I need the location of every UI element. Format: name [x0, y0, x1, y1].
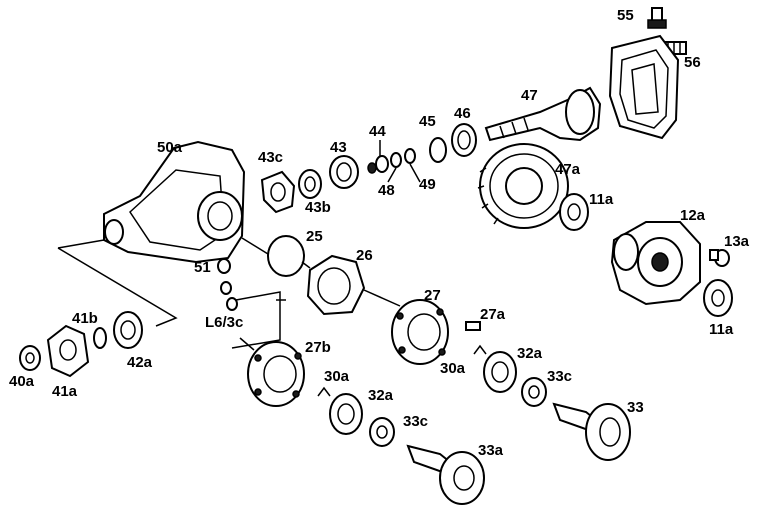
label-32a-left: 32a — [368, 387, 394, 404]
label-25: 25 — [306, 228, 323, 245]
label-33: 33 — [627, 399, 644, 416]
bearing-33c-right — [521, 377, 547, 407]
label-56: 56 — [684, 54, 701, 71]
label-47a: 47a — [555, 161, 581, 178]
label-43b: 43b — [305, 199, 331, 216]
label-33c-right: 33c — [547, 368, 573, 385]
label-30a-right: 30a — [440, 360, 466, 377]
bearing-43 — [329, 155, 359, 189]
label-41a: 41a — [52, 383, 78, 400]
label-11a-bottom: 11a — [709, 321, 734, 338]
output-flange-33a — [406, 444, 485, 505]
rear-cover — [608, 34, 680, 140]
gasket-25 — [267, 235, 305, 277]
gasket-26 — [306, 254, 366, 316]
bolt-13a — [709, 249, 730, 267]
label-26: 26 — [356, 247, 373, 264]
circlip-30a-left — [317, 386, 331, 397]
label-50a: 50a — [157, 139, 183, 156]
spacer-44 — [367, 148, 416, 174]
label-42a: 42a — [127, 354, 153, 371]
bearing-46 — [451, 123, 477, 157]
flange-43c — [260, 170, 296, 214]
side-cover-27 — [391, 299, 449, 365]
label-27a: 27a — [480, 306, 506, 323]
label-43: 43 — [330, 139, 347, 156]
part-l63c — [220, 281, 238, 311]
housing-50a — [103, 140, 246, 264]
pinion-47 — [484, 86, 602, 142]
bearing-11a-top — [559, 193, 589, 231]
circlip-30a-right — [473, 344, 487, 355]
bearing-33c-left — [369, 417, 395, 447]
nut-40a — [19, 345, 41, 371]
label-47: 47 — [521, 87, 538, 104]
output-flange-33 — [552, 402, 631, 461]
ring-gear-47a — [477, 143, 569, 229]
bearing-32a-right — [483, 351, 517, 393]
bearing-42a — [113, 311, 143, 349]
nut-43b — [298, 169, 322, 199]
bolt-55 — [647, 7, 667, 29]
seal-41b — [93, 327, 107, 349]
label-27: 27 — [424, 287, 441, 304]
label-27b: 27b — [305, 339, 331, 356]
label-13a: 13a — [724, 233, 750, 250]
label-32a-right: 32a — [517, 345, 543, 362]
bolt-27a — [465, 321, 481, 331]
washer-45 — [429, 137, 447, 163]
bearing-32a-left — [329, 393, 363, 435]
side-cover-27b — [247, 341, 305, 407]
label-43c: 43c — [258, 149, 284, 166]
label-51: 51 — [194, 259, 211, 276]
label-l63c: L6/3c — [205, 314, 244, 331]
diff-case-12a — [610, 221, 701, 306]
label-44: 44 — [369, 123, 386, 140]
label-46: 46 — [454, 105, 471, 122]
label-49: 49 — [419, 176, 436, 193]
label-55: 55 — [617, 7, 634, 24]
label-40a: 40a — [9, 373, 35, 390]
bearing-11a-bottom — [703, 279, 733, 317]
label-12a: 12a — [680, 207, 706, 224]
label-41b: 41b — [72, 310, 98, 327]
label-45: 45 — [419, 113, 436, 130]
label-48: 48 — [378, 182, 395, 199]
label-30a-left: 30a — [324, 368, 350, 385]
part-51 — [217, 258, 231, 274]
label-33a: 33a — [478, 442, 504, 459]
flange-41a — [46, 324, 90, 378]
label-33c-left: 33c — [403, 413, 429, 430]
label-11a-top: 11a — [589, 191, 614, 208]
